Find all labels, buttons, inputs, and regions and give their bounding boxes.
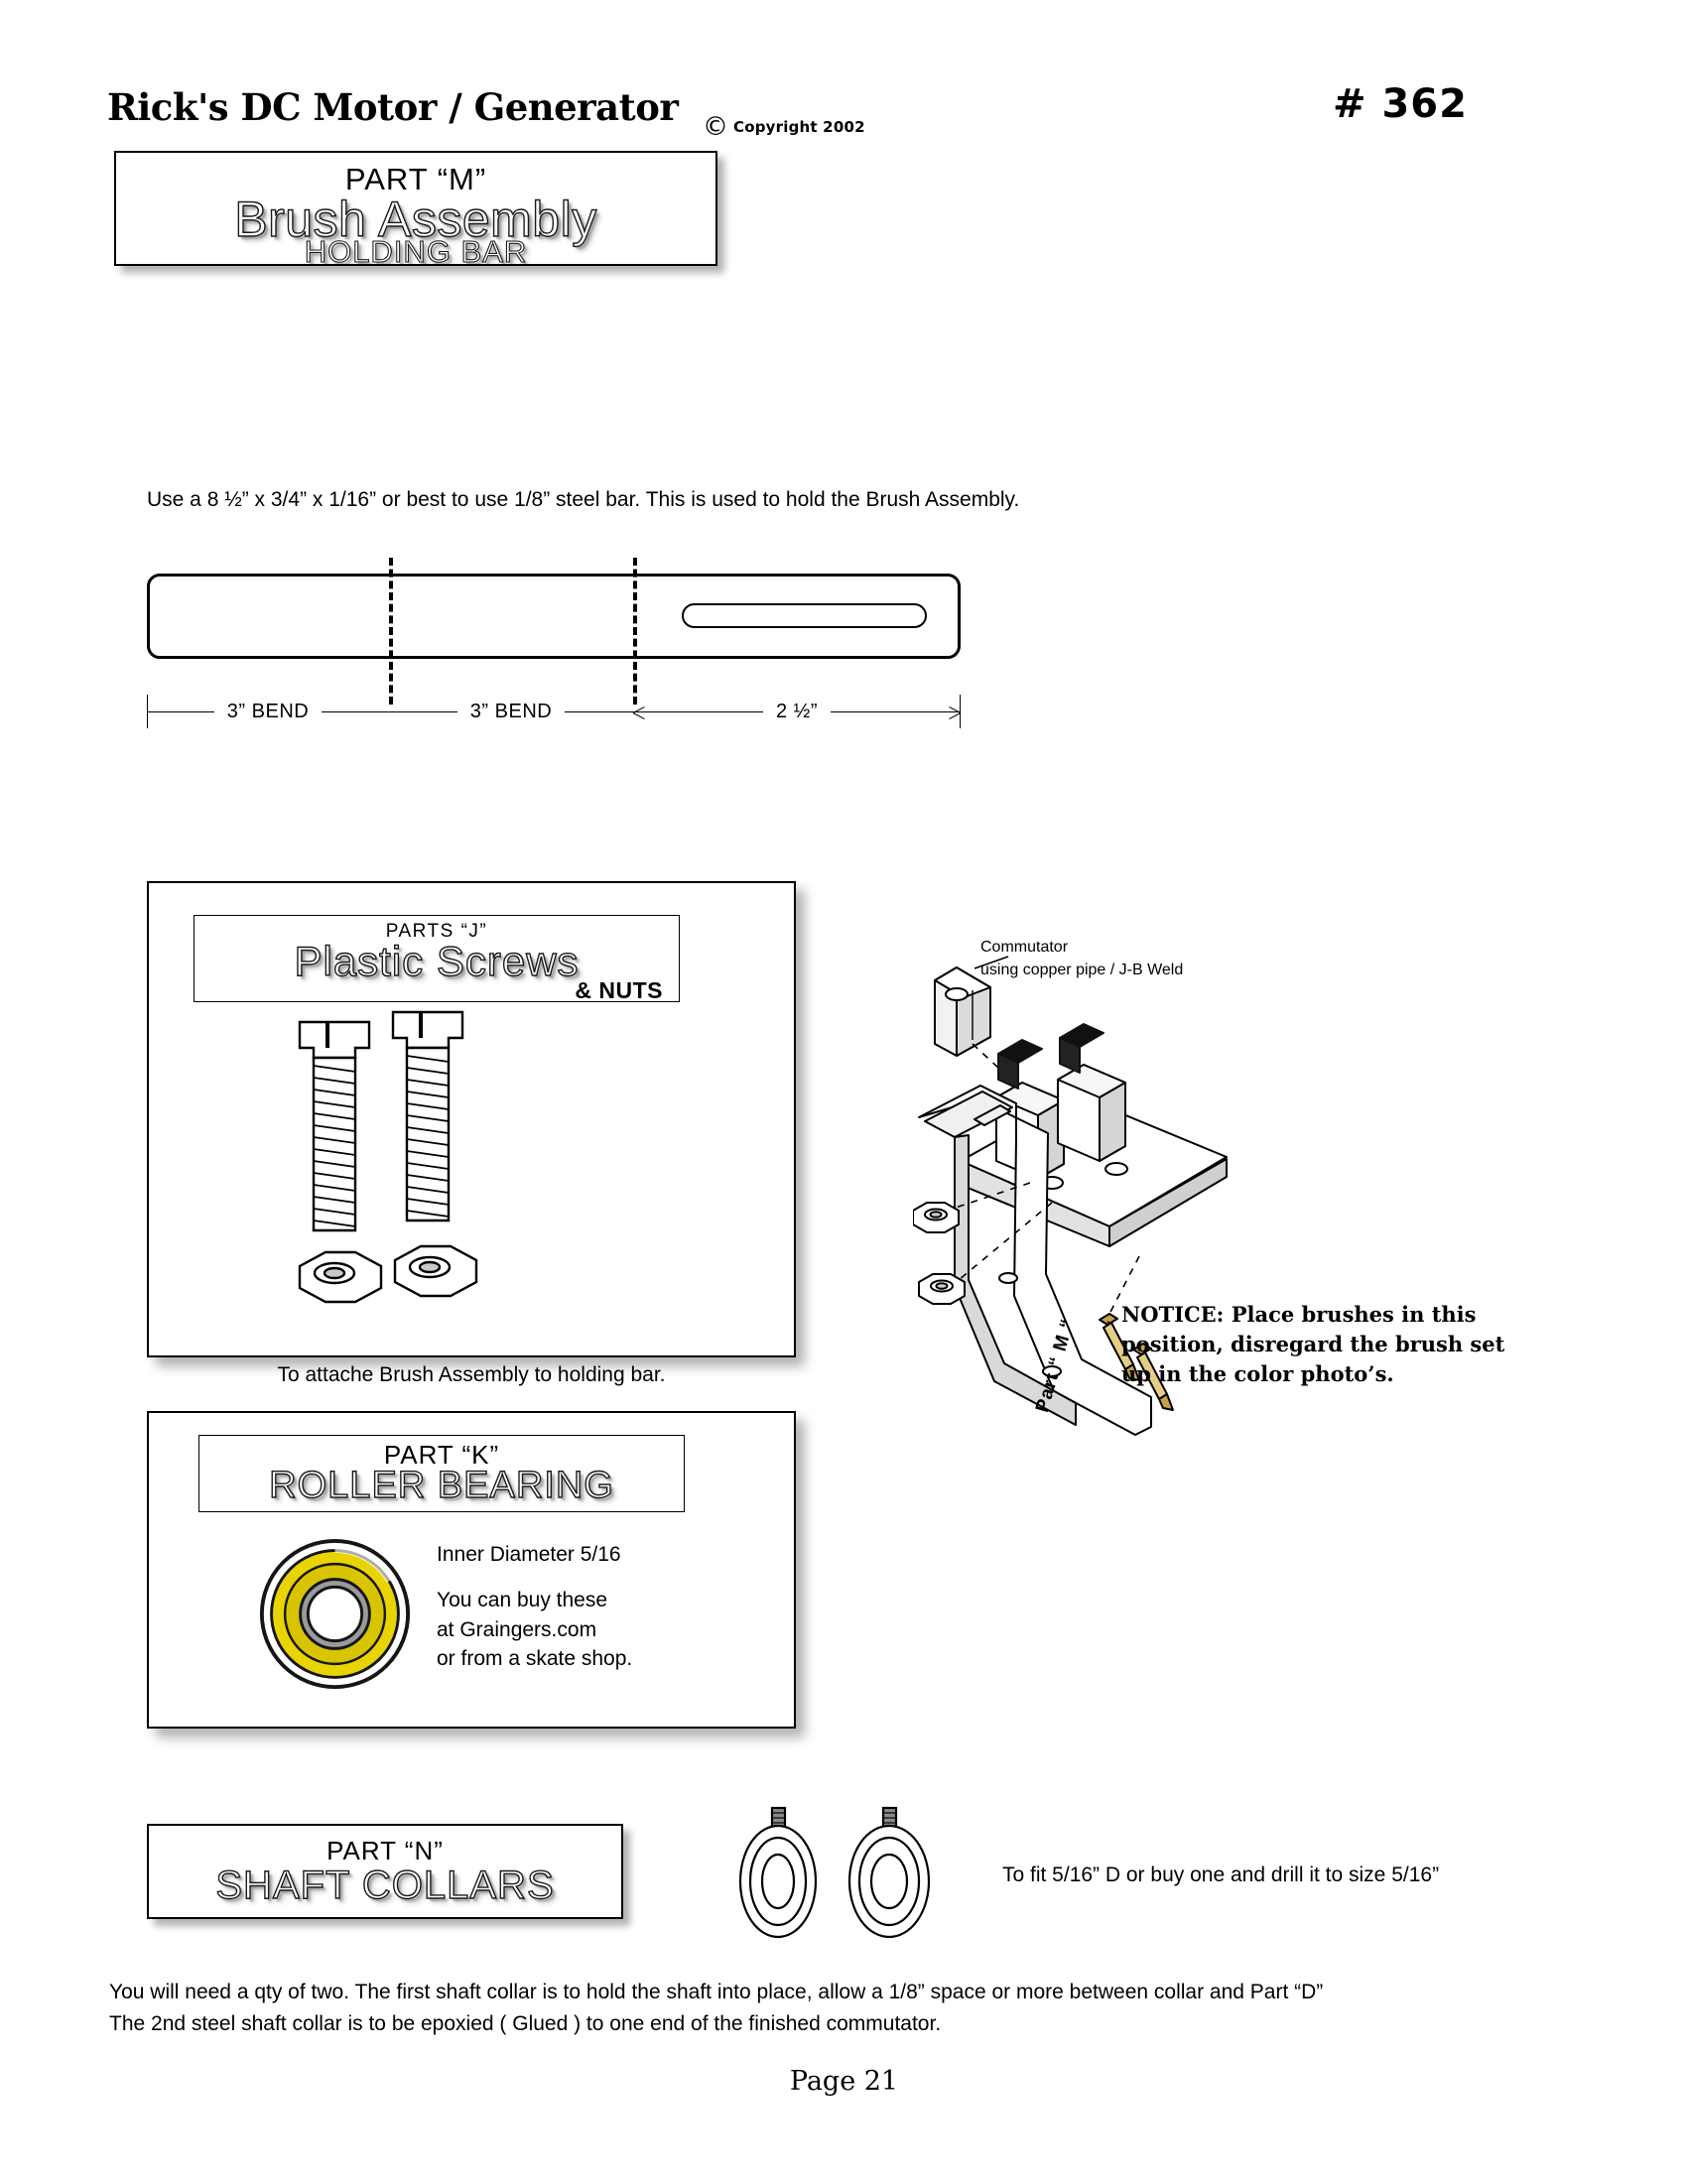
dimension-segment: 2 ½” (633, 695, 961, 728)
bearing-source-line-1: You can buy these (437, 1588, 608, 1611)
dimension-segment: 3” BEND (147, 695, 389, 728)
dimension-tick (147, 695, 148, 728)
bar-dimension-band: 3” BEND 3” BEND 2 ½” (147, 695, 961, 728)
footer-line-2: The 2nd steel shaft collar is to be epox… (109, 2011, 942, 2035)
part-m-kicker: PART “M” (344, 162, 487, 196)
part-m-name: Brush Assembly (234, 191, 597, 247)
dimension-tick (960, 695, 961, 728)
commutator-part (934, 966, 991, 1057)
document-number: # 362 (1333, 81, 1468, 127)
part-m-title-box: PART “M” Brush Assembly HOLDING BAR (114, 151, 717, 266)
holding-bar-part-m (918, 1085, 1152, 1436)
commutator-annotation: Commutator using copper pipe / J-B Weld (980, 936, 1183, 981)
roller-bearing-title-box: PART “K” ROLLER BEARING (198, 1435, 685, 1512)
bearing-inner-diameter: Inner Diameter 5/16 (437, 1543, 621, 1566)
shaft-collars-note: To fit 5/16” D or buy one and drill it t… (1002, 1863, 1440, 1886)
footer-paragraph: You will need a qty of two. The first sh… (109, 1977, 1598, 2040)
document-title: Rick's DC Motor / Generator (107, 85, 679, 129)
holding-bar-body (147, 574, 961, 659)
bearing-source-line-3: or from a skate shop. (437, 1647, 633, 1671)
assembly-screw-upper (1099, 1313, 1140, 1381)
notice-text: NOTICE: Place brushes in this position, … (1121, 1300, 1538, 1388)
holding-bar-drawing (147, 558, 961, 705)
commutator-label-line-1: Commutator (980, 939, 1069, 956)
plastic-screws-title-box: PARTS “J” Plastic Screws & NUTS (194, 915, 680, 1002)
screw-right (391, 1010, 464, 1222)
notice-line-2: disregard the brush set up in the color (1121, 1331, 1505, 1386)
page-header: Rick's DC Motor / Generator © Copyright … (0, 0, 1688, 149)
dimension-arrow-right (946, 711, 961, 712)
loose-nut-lower (918, 1273, 966, 1305)
roller-bearing-notes: Inner Diameter 5/16 You can buy these at… (437, 1540, 764, 1674)
plastic-screws-name: Plastic Screws (294, 937, 580, 984)
copyright-icon: © (703, 112, 728, 142)
shaft-collar-right (847, 1806, 931, 1939)
dimension-arrow-left (633, 711, 648, 712)
shaft-collars-name: SHAFT COLLARS (215, 1863, 555, 1907)
copyright-notice: © Copyright 2002 (703, 114, 865, 140)
footer-line-1: You will need a qty of two. The first sh… (109, 1981, 1324, 2003)
dimension-label: 3” BEND (456, 700, 566, 723)
screw-left (298, 1020, 371, 1232)
commutator-leader-line (974, 956, 1009, 969)
screws-and-nuts-illustration (298, 1010, 478, 1304)
part-m-subtitle: HOLDING BAR (304, 233, 528, 266)
dimension-label: 3” BEND (213, 700, 323, 723)
shaft-collars-illustration (738, 1806, 931, 1939)
plastic-screws-caption: To attache Brush Assembly to holding bar… (277, 1363, 666, 1386)
bend-line-2 (633, 558, 637, 705)
bar-instruction-text: Use a 8 ½” x 3/4” x 1/16” or best to use… (147, 488, 1020, 511)
brush-block-right (1057, 1064, 1126, 1162)
roller-bearing-kicker: PART “K” (383, 1440, 500, 1470)
roller-bearing-panel: PART “K” ROLLER BEARING Inner Diameter 5… (147, 1411, 796, 1729)
bearing-source-line-2: at Graingers.com (437, 1617, 597, 1641)
shaft-collars-kicker: PART “N” (326, 1836, 444, 1865)
commutator-label-line-2: using copper pipe / J-B Weld (980, 962, 1184, 979)
nut-right (393, 1244, 478, 1298)
roller-bearing-illustration (259, 1538, 411, 1690)
holding-bar-slot (682, 603, 927, 628)
plastic-screws-subtitle: & NUTS (575, 977, 663, 1002)
assembly-guide-lines (952, 1043, 1140, 1325)
loose-nut-upper (913, 1202, 960, 1233)
shaft-collars-title-box: PART “N” SHAFT COLLARS (147, 1824, 623, 1919)
nut-left (298, 1250, 383, 1304)
roller-bearing-name: ROLLER BEARING (268, 1464, 614, 1506)
dimension-segment: 3” BEND (389, 695, 633, 728)
notice-line-3: photo’s. (1300, 1360, 1394, 1386)
bend-line-1 (389, 558, 393, 705)
copyright-label: Copyright 2002 (733, 118, 865, 136)
page-number: Page 21 (789, 2066, 899, 2097)
plastic-screws-panel: PARTS “J” Plastic Screws & NUTS (147, 881, 796, 1357)
notice-line-1: NOTICE: Place brushes in this position, (1121, 1302, 1477, 1356)
assembly-screw-lower (1132, 1343, 1174, 1411)
brush-assembly-isometric-drawing (913, 956, 1228, 1436)
dimension-label: 2 ½” (762, 700, 832, 723)
shaft-collar-left (738, 1806, 818, 1939)
plastic-screws-kicker: PARTS “J” (385, 921, 488, 942)
